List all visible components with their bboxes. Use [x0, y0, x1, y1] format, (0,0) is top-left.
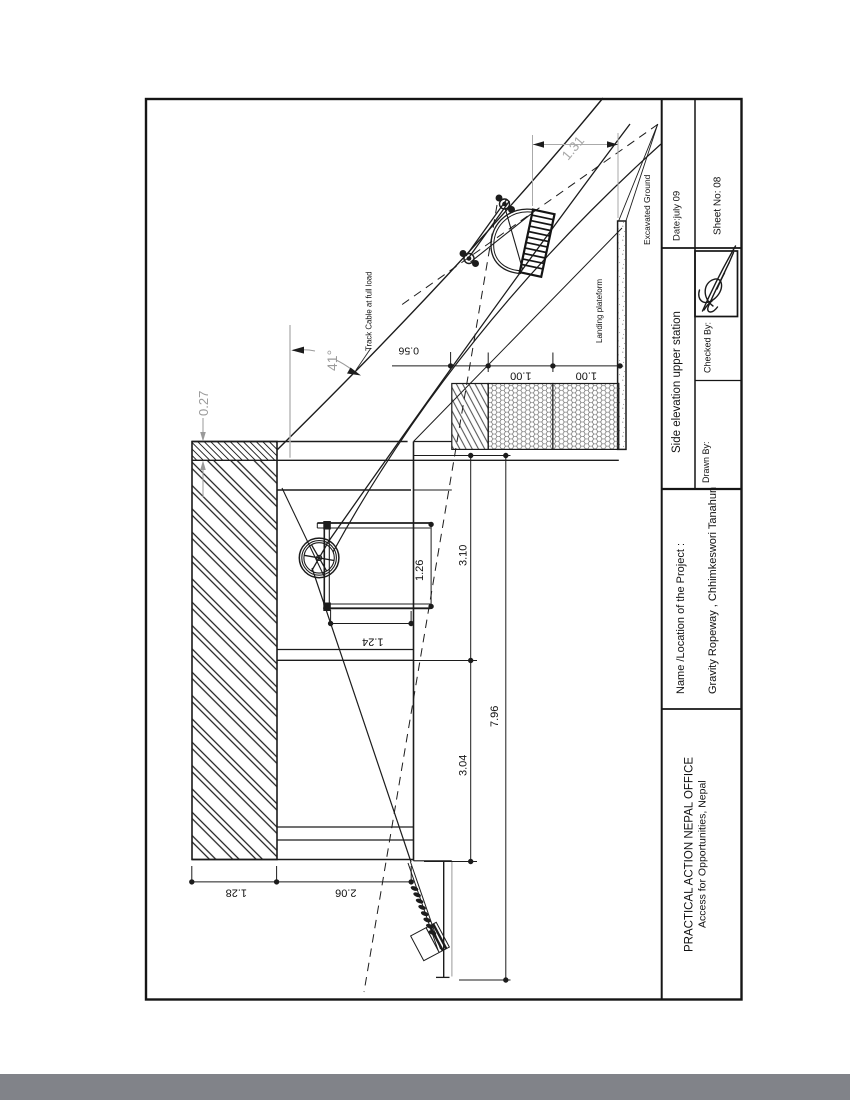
svg-text:Access for Opportunities, Nepa: Access for Opportunities, Nepal	[697, 780, 709, 928]
svg-text:3.04: 3.04	[458, 755, 470, 776]
svg-text:Excavated Ground: Excavated Ground	[642, 174, 652, 245]
svg-text:Gravity Ropeway , Chhimkeswor: Gravity Ropeway , Chhimkeswori Tanahun	[707, 487, 719, 694]
svg-text:1.24: 1.24	[362, 636, 383, 648]
svg-text:0.56: 0.56	[398, 345, 419, 357]
svg-text:Track Cable at full load: Track Cable at full load	[365, 272, 374, 351]
svg-text:3.10: 3.10	[458, 545, 470, 566]
svg-text:7.96: 7.96	[489, 706, 501, 727]
svg-text:Sheet No: 08: Sheet No: 08	[713, 176, 724, 235]
svg-text:41°: 41°	[324, 350, 340, 371]
svg-text:Landing plateform: Landing plateform	[595, 279, 604, 343]
svg-text:1.00: 1.00	[576, 369, 597, 381]
svg-text:0.27: 0.27	[196, 391, 211, 416]
svg-text:PRACTICAL ACTION NEPAL OFFICE: PRACTICAL ACTION NEPAL OFFICE	[684, 757, 696, 952]
svg-text:Name /Location of the Project: Name /Location of the Project :	[675, 543, 687, 694]
svg-text:1.00: 1.00	[510, 369, 531, 381]
svg-text:1.26: 1.26	[414, 560, 426, 581]
svg-text:Date:july 09: Date:july 09	[672, 191, 683, 241]
svg-text:2.06: 2.06	[335, 887, 356, 899]
svg-text:1.28: 1.28	[226, 887, 247, 899]
svg-text:Side elevation upper station: Side elevation upper station	[671, 311, 683, 453]
svg-text:Checked By:: Checked By:	[703, 322, 713, 373]
svg-text:Drawn By:: Drawn By:	[701, 441, 711, 483]
